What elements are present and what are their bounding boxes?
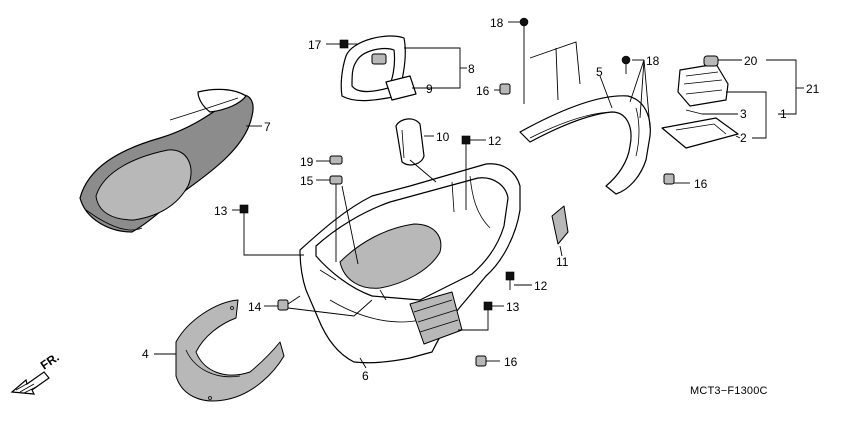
part-knob-20 xyxy=(703,55,719,67)
callout-15: 15 xyxy=(300,174,314,188)
callout-4: 4 xyxy=(142,347,149,361)
callout-3: 3 xyxy=(740,107,747,121)
direction-label: FR. xyxy=(38,350,62,372)
part-lower-guard-4 xyxy=(175,299,285,402)
callout-13-left: 13 xyxy=(214,204,228,218)
part-switch-assembly-1 xyxy=(677,63,729,107)
front-direction-arrow-icon xyxy=(10,371,50,395)
part-seal-9 xyxy=(385,75,417,101)
hardware-fasteners xyxy=(239,17,675,367)
callout-18-right: 18 xyxy=(646,54,660,68)
part-pin-3 xyxy=(685,109,703,115)
callout-16-bottom: 16 xyxy=(504,355,518,369)
callout-6: 6 xyxy=(362,369,369,383)
callout-13-right: 13 xyxy=(506,300,520,314)
callout-5: 5 xyxy=(596,65,603,79)
callout-11: 11 xyxy=(556,255,569,269)
leader-lines xyxy=(154,21,804,369)
callout-12-lower: 12 xyxy=(534,279,548,293)
part-rear-frame-5 xyxy=(519,95,651,195)
part-luggage-box-6 xyxy=(299,163,521,364)
part-bracket-11 xyxy=(551,205,569,245)
callout-9: 9 xyxy=(426,82,433,96)
callout-labels: 1 2 3 4 5 6 7 8 9 10 11 12 12 13 13 14 1… xyxy=(38,16,820,397)
callout-1: 1 xyxy=(780,107,787,121)
callout-12-top: 12 xyxy=(488,134,502,148)
callout-18-top: 18 xyxy=(490,16,504,30)
callout-21: 21 xyxy=(806,82,820,96)
callout-7: 7 xyxy=(264,120,271,134)
part-small-cover-10 xyxy=(395,118,425,166)
callout-10: 10 xyxy=(436,130,450,144)
callout-16-top: 16 xyxy=(476,84,490,98)
callout-16-right: 16 xyxy=(694,177,708,191)
callout-17: 17 xyxy=(308,38,322,52)
drawing-code: MCT3−F1300C xyxy=(690,385,768,397)
callout-14: 14 xyxy=(248,300,262,314)
callout-19: 19 xyxy=(300,155,314,169)
callout-8: 8 xyxy=(468,62,475,76)
callout-20: 20 xyxy=(744,54,758,68)
part-seat-cover-7 xyxy=(79,88,254,233)
callout-2: 2 xyxy=(740,131,747,145)
part-base-plate-2 xyxy=(661,117,739,149)
